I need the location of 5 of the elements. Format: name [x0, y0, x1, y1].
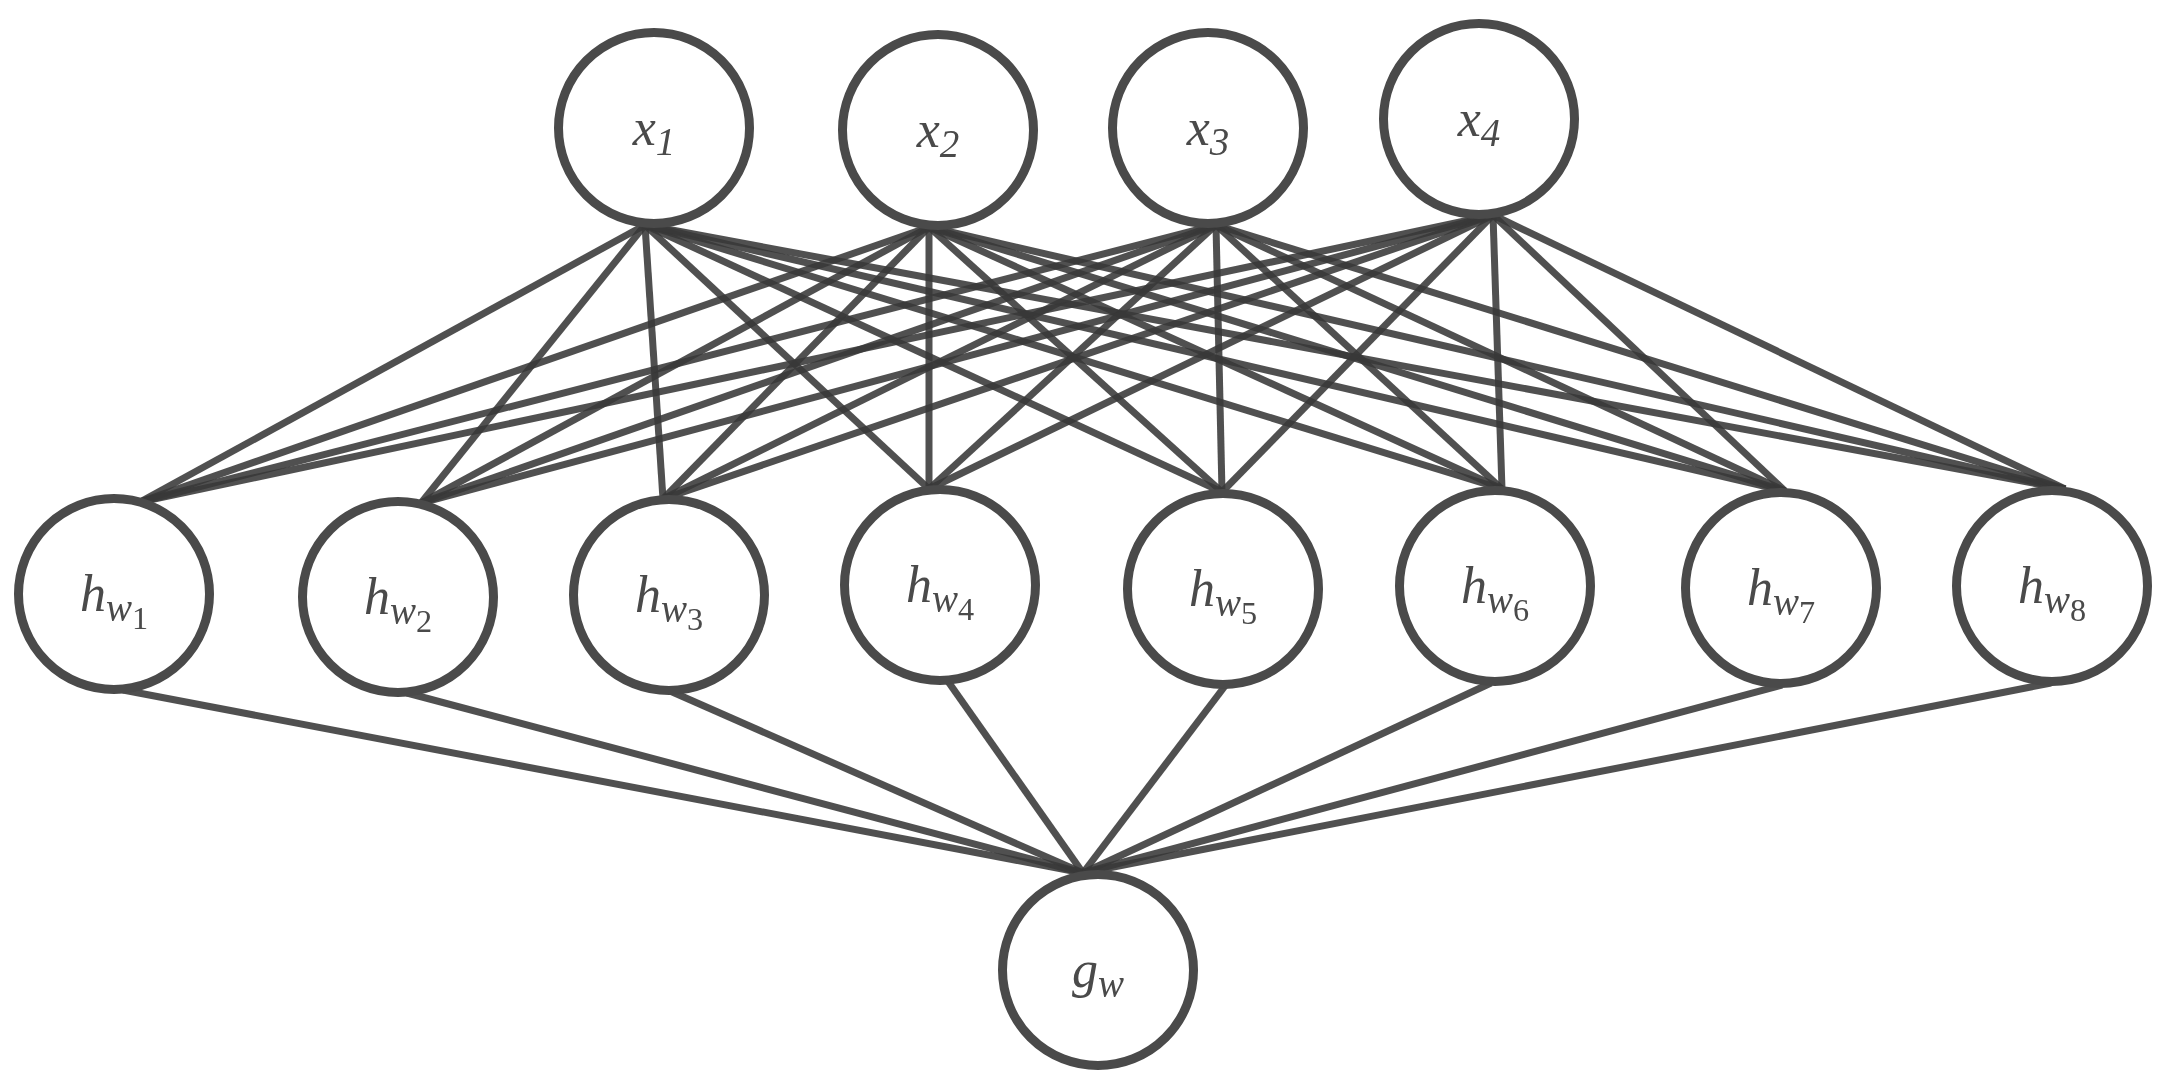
node-label: x$_{3}$	[1186, 98, 1230, 165]
node-label: x$_{2}$	[916, 100, 960, 167]
node-label: g$_{w}$	[1072, 940, 1124, 1007]
node-label: x$_{4}$	[1457, 89, 1501, 156]
node-label: x$_{1}$	[632, 98, 676, 165]
